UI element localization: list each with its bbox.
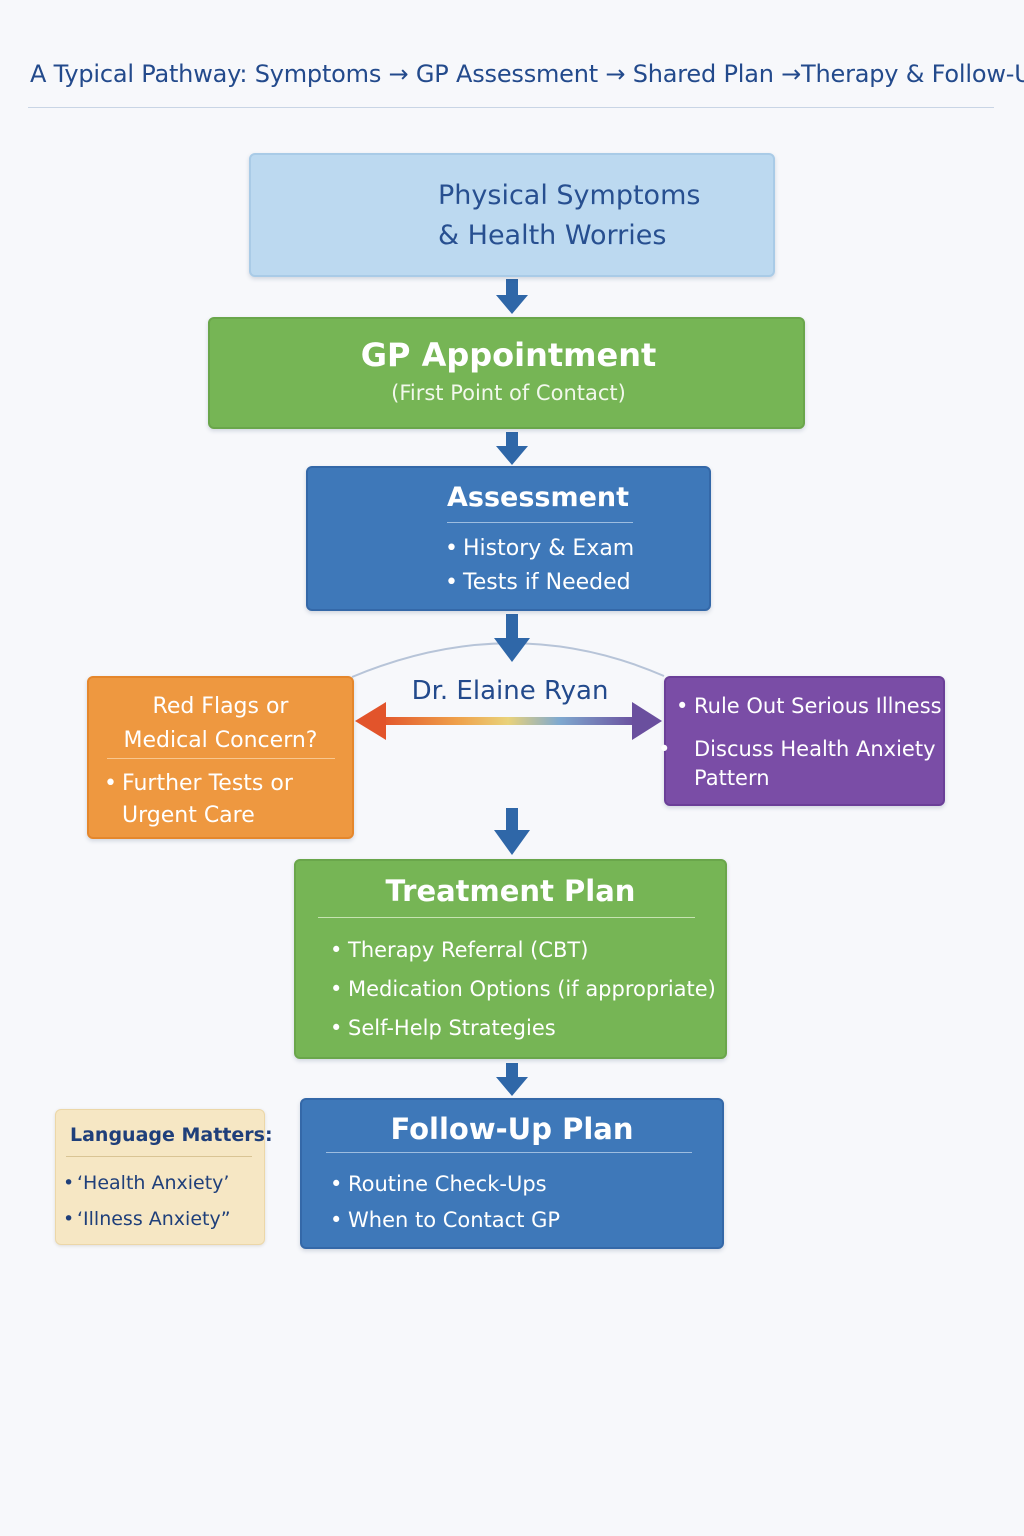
language-title: Language Matters: — [70, 1124, 273, 1146]
list-item: •Further Tests or — [104, 771, 293, 796]
symptoms-line-2: & Health Worries — [438, 220, 667, 251]
follow-up-divider — [326, 1152, 692, 1153]
list-item: •Therapy Referral (CBT) — [330, 938, 589, 962]
list-item: •‘Health Anxiety’ — [63, 1172, 230, 1194]
list-item: Urgent Care — [122, 803, 255, 828]
follow-up-list: •Routine Check-Ups •When to Contact GP — [330, 1166, 560, 1238]
list-item: •‘Illness Anxiety” — [63, 1208, 231, 1230]
language-list: •‘Health Anxiety’ •‘Illness Anxiety” — [63, 1165, 231, 1237]
red-flags-title: Red Flags or Medical Concern? — [89, 690, 352, 758]
list-item: •When to Contact GP — [330, 1208, 561, 1232]
treatment-title: Treatment Plan — [385, 874, 636, 908]
language-divider — [66, 1156, 252, 1157]
assessment-title: Assessment — [447, 482, 630, 513]
red-flags-title-line-1: Red Flags or — [152, 694, 289, 719]
red-flags-divider — [107, 758, 335, 759]
list-item: •Medication Options (if appropriate) — [330, 977, 716, 1001]
rule-out-list: •Rule Out Serious Illness •Discuss Healt… — [658, 692, 949, 793]
follow-up-title: Follow-Up Plan — [390, 1112, 634, 1146]
gp-appointment-box — [208, 317, 805, 429]
arrow-down-3 — [494, 614, 530, 662]
red-flags-list: •Further Tests or Urgent Care — [104, 768, 293, 832]
list-item: •Self-Help Strategies — [330, 1016, 556, 1040]
treatment-plan-box — [294, 859, 727, 1059]
arrow-down-5 — [496, 1063, 528, 1096]
red-flags-title-line-2: Medical Concern? — [123, 728, 318, 753]
gp-title: GP Appointment — [360, 336, 657, 374]
list-item: •History & Exam — [445, 536, 635, 561]
arrow-down-4 — [494, 808, 530, 855]
rule-out-box — [664, 676, 945, 806]
list-item: •Discuss Health Anxiety Pattern — [658, 737, 936, 790]
symptoms-box — [249, 153, 775, 277]
language-note-box — [55, 1109, 265, 1245]
symptoms-line-1: Physical Symptoms — [438, 180, 701, 211]
assessment-box — [306, 466, 711, 611]
list-item: •Rule Out Serious Illness — [676, 694, 942, 718]
assessment-divider — [447, 522, 633, 523]
follow-up-box — [300, 1098, 724, 1249]
assessment-list: •History & Exam •Tests if Needed — [445, 532, 634, 600]
arrow-down-1 — [496, 279, 528, 314]
arrow-down-2 — [496, 432, 528, 465]
gp-subtitle: (First Point of Contact) — [391, 381, 626, 405]
treatment-list: •Therapy Referral (CBT) •Medication Opti… — [330, 931, 716, 1048]
double-arrow — [355, 702, 662, 740]
page-title: A Typical Pathway: Symptoms → GP Assessm… — [30, 60, 1024, 88]
list-item: •Routine Check-Ups — [330, 1172, 547, 1196]
list-item: •Tests if Needed — [445, 570, 631, 595]
title-divider — [28, 107, 994, 108]
doctor-name: Dr. Elaine Ryan — [411, 676, 609, 706]
symptoms-label: Physical Symptoms & Health Worries — [438, 176, 700, 256]
treatment-divider — [318, 917, 695, 918]
red-flags-box — [87, 676, 354, 839]
